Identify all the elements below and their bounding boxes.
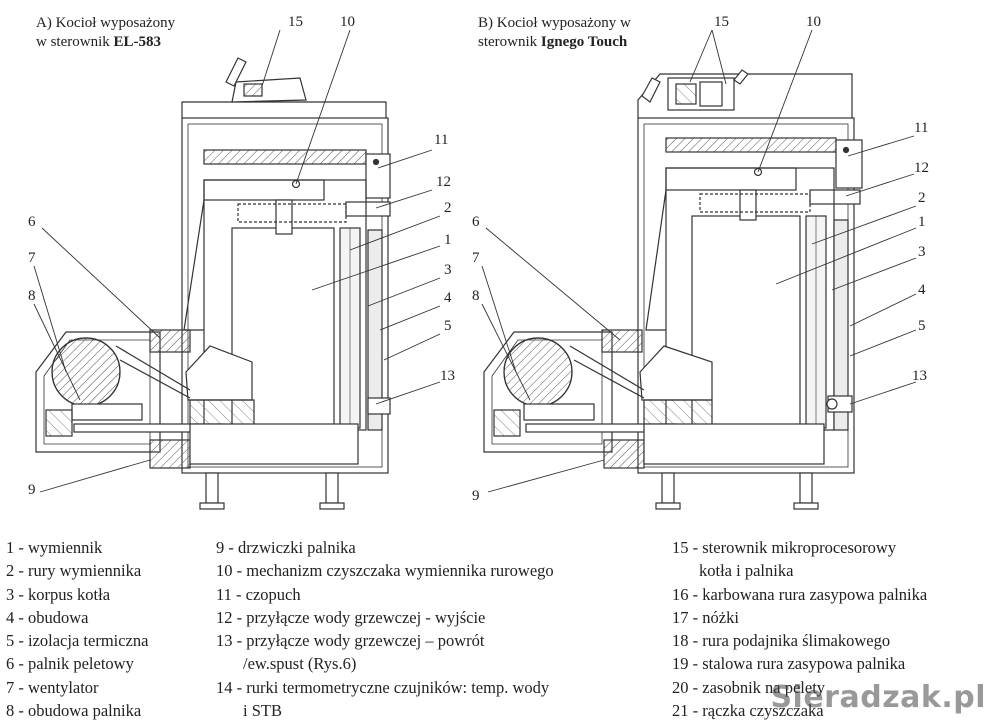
callout-a-3: 3 bbox=[444, 262, 452, 278]
boiler-a-burner bbox=[149, 329, 191, 353]
caption-a-line1: A) Kocioł wyposażony bbox=[36, 15, 176, 31]
boiler-a-controller bbox=[225, 57, 307, 103]
boiler-cross-section-diagram: 15 10 11 12 2 1 3 4 5 13 6 7 8 9 bbox=[28, 14, 929, 510]
callout-a-13: 13 bbox=[440, 368, 455, 384]
legend-item: 15 - sterownik mikroprocesorowy bbox=[672, 538, 897, 557]
legend-item: 8 - obudowa palnika bbox=[6, 701, 142, 721]
legend-item: 3 - korpus kotła bbox=[6, 584, 111, 604]
callout-b-13: 13 bbox=[912, 368, 927, 384]
caption-b-line2-prefix: sterownik bbox=[478, 34, 541, 50]
callout-a-5: 5 bbox=[444, 318, 452, 334]
legend-item: 18 - rura podajnika ślimakowego bbox=[672, 631, 891, 651]
callout-a-4: 4 bbox=[444, 290, 452, 306]
callout-a-12: 12 bbox=[436, 174, 451, 190]
callout-a-8: 8 bbox=[28, 288, 36, 304]
callout-b-2: 2 bbox=[918, 190, 926, 206]
legend-column-2: 9 - drzwiczki palnika 10 - mechanizm czy… bbox=[216, 536, 554, 722]
legend-item: 10 - mechanizm czyszczaka wymiennika rur… bbox=[216, 561, 554, 581]
legend-column-3: 15 - sterownik mikroprocesorowy kotła i … bbox=[672, 536, 927, 722]
legend-item: 12 - przyłącze wody grzewczej - wyjście bbox=[216, 607, 486, 627]
callout-a-6: 6 bbox=[28, 214, 36, 230]
callout-a-15: 15 bbox=[288, 14, 303, 30]
legend-item: 11 - czopuch bbox=[216, 584, 301, 604]
legend-item: 16 - karbowana rura zasypowa palnika bbox=[672, 584, 928, 604]
callout-a-1: 1 bbox=[444, 232, 452, 248]
boiler-b-drawing bbox=[483, 69, 863, 510]
legend-item-continuation: i STB bbox=[243, 701, 282, 721]
caption-a: A) Kocioł wyposażony w sterownik EL-583 bbox=[36, 14, 175, 52]
legend-item: 19 - stalowa rura zasypowa palnika bbox=[672, 654, 906, 674]
watermark: Sieradzak.pl bbox=[770, 680, 986, 715]
legend-item: 7 - wentylator bbox=[6, 677, 99, 697]
legend-item: 13 - przyłącze wody grzewczej – powrót bbox=[216, 631, 485, 651]
legend-item-continuation: /ew.spust (Rys.6) bbox=[243, 654, 357, 674]
legend-item: 17 - nóżki bbox=[672, 607, 739, 627]
legend-item: 2 - rury wymiennika bbox=[6, 561, 142, 581]
callout-a-7: 7 bbox=[28, 250, 36, 266]
callout-b-7: 7 bbox=[472, 250, 480, 266]
caption-b: B) Kocioł wyposażony w sterownik Ignego … bbox=[478, 14, 631, 52]
callout-b-1: 1 bbox=[918, 214, 926, 230]
boiler-b-burner bbox=[601, 329, 643, 353]
callout-b-11: 11 bbox=[914, 120, 928, 136]
callout-b-5: 5 bbox=[918, 318, 926, 334]
callout-b-12: 12 bbox=[914, 160, 929, 176]
callout-b-8: 8 bbox=[472, 288, 480, 304]
caption-b-model: Ignego Touch bbox=[540, 34, 628, 50]
callout-b-3: 3 bbox=[918, 244, 926, 260]
callout-a-10: 10 bbox=[340, 14, 355, 30]
boiler-a-casing bbox=[181, 117, 389, 474]
boiler-b-controller bbox=[641, 69, 749, 111]
boiler-a-drawing bbox=[35, 57, 391, 510]
legend-item: 5 - izolacja termiczna bbox=[6, 631, 149, 651]
boiler-b-flue bbox=[835, 139, 863, 189]
legend-item: 9 - drzwiczki palnika bbox=[216, 538, 356, 557]
callout-a-2: 2 bbox=[444, 200, 452, 216]
callout-b-9: 9 bbox=[472, 488, 480, 504]
legend-item: 1 - wymiennik bbox=[6, 538, 103, 557]
callout-b-15: 15 bbox=[714, 14, 729, 30]
legend-item: 20 - zasobnik na pelety bbox=[672, 677, 826, 697]
callout-a-9: 9 bbox=[28, 482, 36, 498]
legend-item: 14 - rurki termometryczne czujników: tem… bbox=[216, 677, 550, 697]
legend-column-1: 1 - wymiennik 2 - rury wymiennika 3 - ko… bbox=[6, 536, 148, 722]
callout-b-10: 10 bbox=[806, 14, 821, 30]
legend-item: 4 - obudowa bbox=[6, 607, 89, 627]
caption-a-model: EL-583 bbox=[113, 34, 162, 50]
caption-a-line2-prefix: w sterownik bbox=[36, 34, 114, 50]
legend-item: 6 - palnik peletowy bbox=[6, 654, 134, 674]
legend-item-continuation: kotła i palnika bbox=[699, 561, 794, 581]
callout-b-6: 6 bbox=[472, 214, 480, 230]
caption-b-line1: B) Kocioł wyposażony w bbox=[478, 15, 631, 31]
callout-b-4: 4 bbox=[918, 282, 926, 298]
boiler-b-casing bbox=[637, 117, 855, 474]
callout-a-11: 11 bbox=[434, 132, 448, 148]
legend-item: 21 - rączka czyszczaka bbox=[672, 701, 824, 721]
